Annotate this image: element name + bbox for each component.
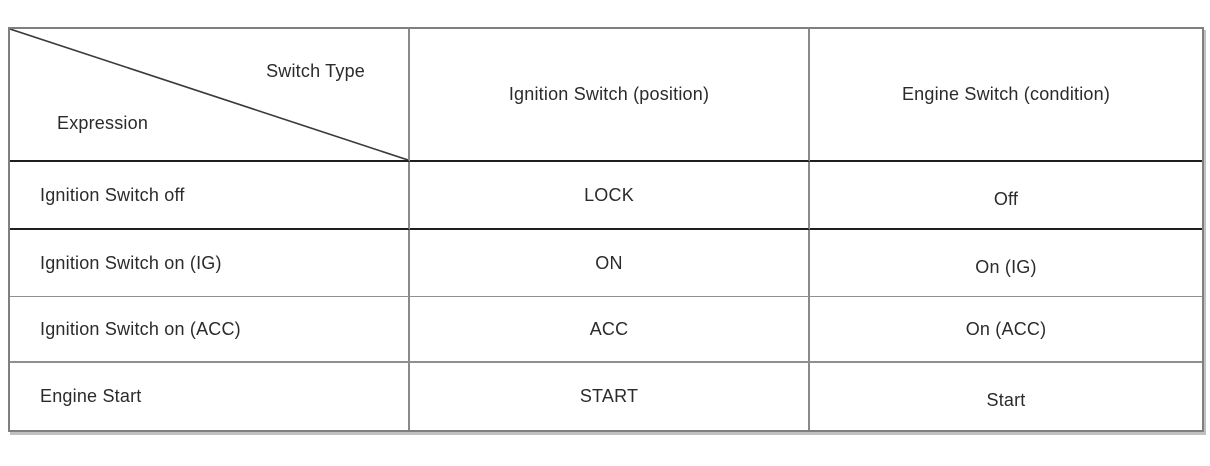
table-row-expression-cell: Ignition Switch on (ACC): [10, 297, 410, 363]
engine-condition-value: On (ACC): [965, 318, 1047, 339]
engine-condition-value: Start: [986, 390, 1026, 410]
expression-label: Ignition Switch on (ACC): [40, 318, 241, 339]
expression-label: Ignition Switch off: [40, 184, 185, 205]
table-row-engine-cell: On (ACC): [810, 297, 1202, 363]
table-row-engine-cell: On (IG): [810, 230, 1202, 297]
table-row-ignition-cell: ON: [410, 230, 810, 297]
table-row-expression-cell: Ignition Switch on (IG): [10, 230, 410, 297]
table-row-ignition-cell: ACC: [410, 297, 810, 363]
diagonal-divider-line: [10, 29, 408, 160]
engine-condition-value: On (IG): [975, 256, 1037, 277]
table-row-expression-cell: Engine Start: [10, 363, 410, 430]
column-header-label: Ignition Switch (position): [508, 84, 710, 104]
corner-header-cell: Switch Type Expression: [10, 29, 410, 162]
corner-label-switch-type: Switch Type: [266, 61, 365, 81]
ignition-position-value: LOCK: [584, 184, 634, 205]
table-row-engine-cell: Start: [810, 363, 1202, 430]
table-row-ignition-cell: LOCK: [410, 162, 810, 230]
expression-label: Engine Start: [40, 386, 142, 406]
switch-type-expression-table: Switch Type Expression Ignition Switch (…: [8, 27, 1204, 432]
column-header-label: Engine Switch (condition): [901, 84, 1111, 104]
table-row-ignition-cell: START: [410, 363, 810, 430]
corner-label-expression: Expression: [57, 113, 149, 133]
column-header-ignition-switch: Ignition Switch (position): [410, 29, 810, 162]
ignition-position-value: ACC: [589, 318, 629, 339]
ignition-position-value: START: [579, 386, 639, 406]
column-header-engine-switch: Engine Switch (condition): [810, 29, 1202, 162]
table-row-engine-cell: Off: [810, 162, 1202, 230]
table-row-expression-cell: Ignition Switch off: [10, 162, 410, 230]
ignition-position-value: ON: [595, 252, 623, 273]
expression-label: Ignition Switch on (IG): [40, 252, 222, 273]
engine-condition-value: Off: [993, 188, 1019, 209]
